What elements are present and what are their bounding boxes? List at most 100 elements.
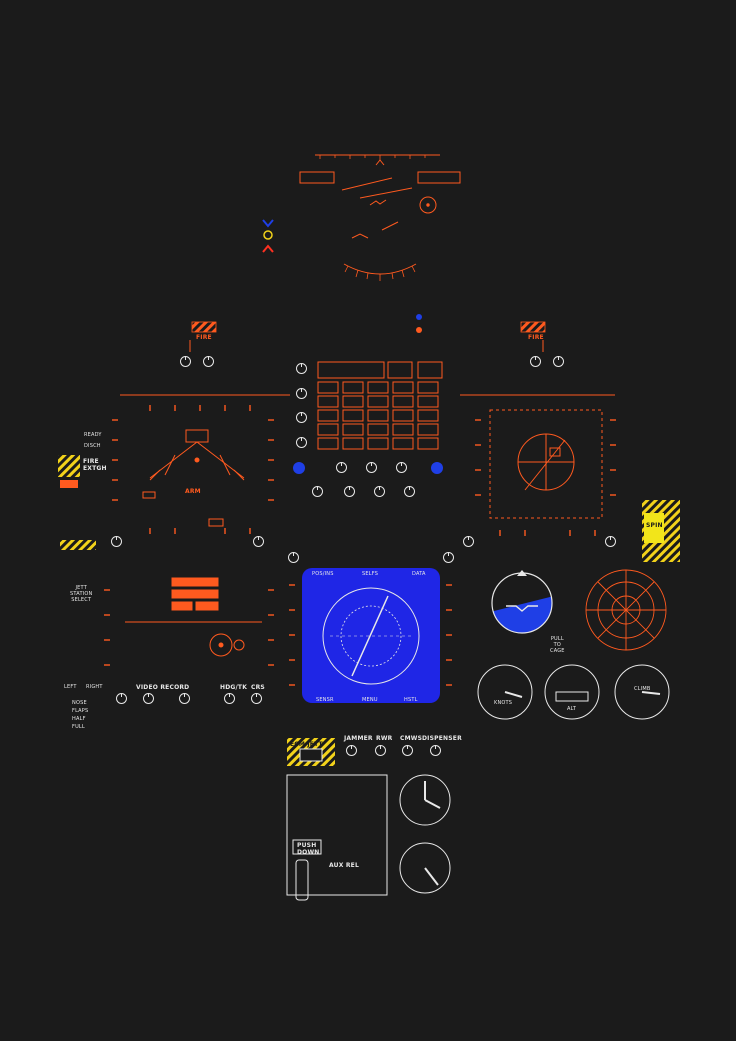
push-to-test-hazard	[60, 540, 96, 550]
panel-bezel-ticks	[120, 340, 615, 396]
blue-switch-right[interactable]	[431, 462, 443, 474]
jammer-switch[interactable]	[346, 745, 357, 756]
fire-hazard-right	[520, 321, 546, 333]
fire-hazard-left	[191, 321, 217, 333]
gauges	[399, 664, 670, 894]
rwr-label: RWR	[376, 735, 393, 742]
ufc-key[interactable]	[317, 437, 339, 450]
ufc-key[interactable]	[367, 423, 389, 436]
video-record-label: VIDEO RECORD	[136, 684, 190, 691]
ufc-key[interactable]	[317, 423, 339, 436]
mfd-right-knob[interactable]	[463, 536, 474, 547]
ufc-knob-1[interactable]	[336, 462, 347, 473]
ufc-key[interactable]	[392, 437, 414, 450]
dispenser-label: DISPENSER	[422, 735, 462, 742]
arm-label: ARM	[185, 488, 201, 495]
compass-rose	[585, 569, 667, 651]
ufc-key[interactable]	[367, 437, 389, 450]
ufc-key[interactable]	[392, 423, 414, 436]
right-panel-knob-1[interactable]	[530, 356, 541, 367]
mfd-left-knob-2[interactable]	[253, 536, 264, 547]
comm2-knob[interactable]	[296, 412, 307, 423]
right-panel-knob-2[interactable]	[553, 356, 564, 367]
video-knob-3[interactable]	[179, 693, 190, 704]
bright-knob-1[interactable]	[312, 486, 323, 497]
right-mfd	[475, 409, 616, 536]
ufc-key[interactable]	[392, 395, 414, 408]
ufc-knob-2[interactable]	[366, 462, 377, 473]
dispenser-switch[interactable]	[430, 745, 441, 756]
cmws-label: CMWS	[400, 735, 423, 742]
hdg-trk-label: HDG/TK	[220, 684, 248, 691]
ufc-key[interactable]	[417, 423, 439, 436]
left-panel-knob-1[interactable]	[180, 356, 191, 367]
ufc-key[interactable]	[317, 395, 339, 408]
center-display-knob-right[interactable]	[443, 552, 454, 563]
push-down-label: PUSH DOWN	[297, 842, 320, 856]
ufc-key[interactable]	[367, 409, 389, 422]
osb-knob[interactable]	[296, 363, 307, 374]
aoa-indexer	[262, 219, 274, 253]
hdg-knob[interactable]	[224, 693, 235, 704]
center-display	[289, 568, 452, 703]
ufc-key[interactable]	[317, 409, 339, 422]
display-bottom-1: SENSR	[316, 697, 334, 703]
left-mfd	[112, 405, 274, 534]
video-knob-2[interactable]	[143, 693, 154, 704]
aux-rel-label: AUX REL	[329, 862, 359, 869]
ufc-key[interactable]	[417, 437, 439, 450]
vol-knob[interactable]	[296, 437, 307, 448]
bright-knob-4[interactable]	[404, 486, 415, 497]
ufc-key[interactable]	[342, 409, 364, 422]
bright-knob-3[interactable]	[374, 486, 385, 497]
display-left-top: POS/INS	[312, 571, 334, 577]
ready-label: READY	[84, 432, 102, 438]
display-bottom-2: MENU	[362, 697, 378, 703]
ufc-key[interactable]	[317, 381, 339, 394]
mfd-left-knob[interactable]	[111, 536, 122, 547]
ufc-key[interactable]	[342, 395, 364, 408]
crs-knob[interactable]	[251, 693, 262, 704]
alt-label: ALT	[567, 706, 577, 712]
red-indicator	[416, 327, 422, 333]
right-label: RIGHT	[86, 684, 103, 690]
cmws-switch[interactable]	[402, 745, 413, 756]
ufc-keypad	[317, 361, 443, 450]
display-bottom-3: HSTL	[404, 697, 418, 703]
disch-label: DISCH	[84, 443, 101, 449]
ufc-key[interactable]	[392, 409, 414, 422]
ufc-key[interactable]	[342, 423, 364, 436]
fire-right-label: FIRE	[528, 334, 544, 341]
half-label: HALF	[72, 716, 86, 722]
ufc-key[interactable]	[342, 437, 364, 450]
left-panel-knob-2[interactable]	[203, 356, 214, 367]
left-lower-display	[104, 577, 274, 666]
comm1-knob[interactable]	[296, 388, 307, 399]
ufc-knob-3[interactable]	[396, 462, 407, 473]
ufc-key[interactable]	[367, 381, 389, 394]
video-knob-1[interactable]	[116, 693, 127, 704]
bright-knob-2[interactable]	[344, 486, 355, 497]
ufc-key[interactable]	[417, 395, 439, 408]
jett-label: JETT STATION SELECT	[70, 585, 93, 603]
mfd-right-knob-2[interactable]	[605, 536, 616, 547]
ufc-key[interactable]	[342, 381, 364, 394]
full-label: FULL	[72, 724, 85, 730]
flaps-label: FLAPS	[72, 708, 89, 714]
pull-to-cage-label: PULL TO CAGE	[550, 636, 565, 654]
blue-switch-left[interactable]	[293, 462, 305, 474]
spin-label: SPIN	[646, 522, 663, 529]
ecm-jett-label: ECM JETT	[290, 741, 323, 748]
left-label: LEFT	[64, 684, 77, 690]
ufc-key[interactable]	[417, 381, 439, 394]
display-title: SELFS	[362, 571, 379, 577]
center-display-knob-left[interactable]	[288, 552, 299, 563]
ufc-key[interactable]	[392, 381, 414, 394]
hud	[299, 154, 461, 281]
ufc-key[interactable]	[417, 409, 439, 422]
rwr-switch[interactable]	[375, 745, 386, 756]
ufc-key[interactable]	[367, 395, 389, 408]
jammer-label: JAMMER	[344, 735, 373, 742]
